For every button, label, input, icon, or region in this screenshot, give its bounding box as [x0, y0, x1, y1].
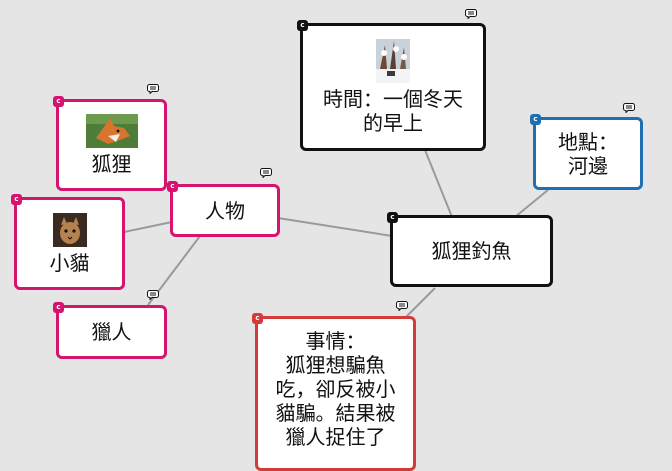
node-cat-label: 小貓 — [49, 250, 90, 275]
node-hunter[interactable]: c 獵人 — [53, 302, 167, 359]
node-hunter-label: 獵人 — [91, 320, 132, 344]
node-time[interactable]: c 時間：一個冬天 的早上 — [297, 20, 486, 151]
edge-place-center — [514, 189, 549, 218]
node-fox-fishing[interactable]: c 狐狸釣魚 — [387, 212, 553, 287]
node-event-line2: 狐狸想騙魚 — [285, 353, 386, 377]
edge-time-center — [424, 149, 453, 218]
comment-icon[interactable] — [147, 84, 159, 94]
node-characters-label: 人物 — [205, 198, 245, 223]
comment-icon[interactable] — [147, 290, 159, 300]
node-type-tag: c — [297, 20, 308, 31]
node-fox-fishing-label: 狐狸釣魚 — [431, 239, 512, 263]
edge-characters-center — [277, 217, 393, 237]
comment-icon[interactable] — [260, 168, 272, 178]
node-fox[interactable]: c 狐狸 — [53, 96, 167, 191]
edge-event-center — [404, 287, 436, 319]
edge-characters-cat — [123, 221, 173, 233]
node-type-tag: c — [167, 181, 178, 192]
cat-photo — [52, 212, 87, 247]
node-time-line2: 的早上 — [363, 111, 423, 135]
node-place-line2: 河邊 — [568, 153, 608, 178]
node-type-tag: c — [53, 302, 64, 313]
node-event-line1: 事情： — [305, 329, 366, 353]
node-type-tag: c — [530, 114, 541, 125]
winter-photo — [376, 39, 410, 83]
node-time-line1: 時間：一個冬天 — [323, 87, 463, 111]
node-type-tag: c — [53, 96, 64, 107]
node-place[interactable]: c 地點： 河邊 — [530, 114, 643, 190]
node-characters[interactable]: c 人物 — [167, 181, 280, 237]
node-type-tag: c — [387, 212, 398, 223]
comment-icon[interactable] — [623, 103, 635, 113]
node-fox-label: 狐狸 — [91, 152, 132, 176]
comment-icon[interactable] — [396, 301, 408, 311]
fox-photo — [85, 114, 138, 148]
node-type-tag: c — [11, 194, 22, 205]
node-event-line3: 吃，卻反被小 — [275, 377, 396, 401]
node-place-line1: 地點： — [558, 129, 618, 154]
node-event-line5: 獵人捉住了 — [285, 425, 386, 449]
node-type-tag: c — [252, 313, 263, 324]
node-event[interactable]: c 事情： 狐狸想騙魚 吃，卻反被小 貓騙。結果被 獵人捉住了 — [252, 313, 416, 471]
node-event-line4: 貓騙。結果被 — [275, 401, 396, 425]
node-cat[interactable]: c 小貓 — [11, 194, 125, 290]
comment-icon[interactable] — [465, 9, 477, 19]
